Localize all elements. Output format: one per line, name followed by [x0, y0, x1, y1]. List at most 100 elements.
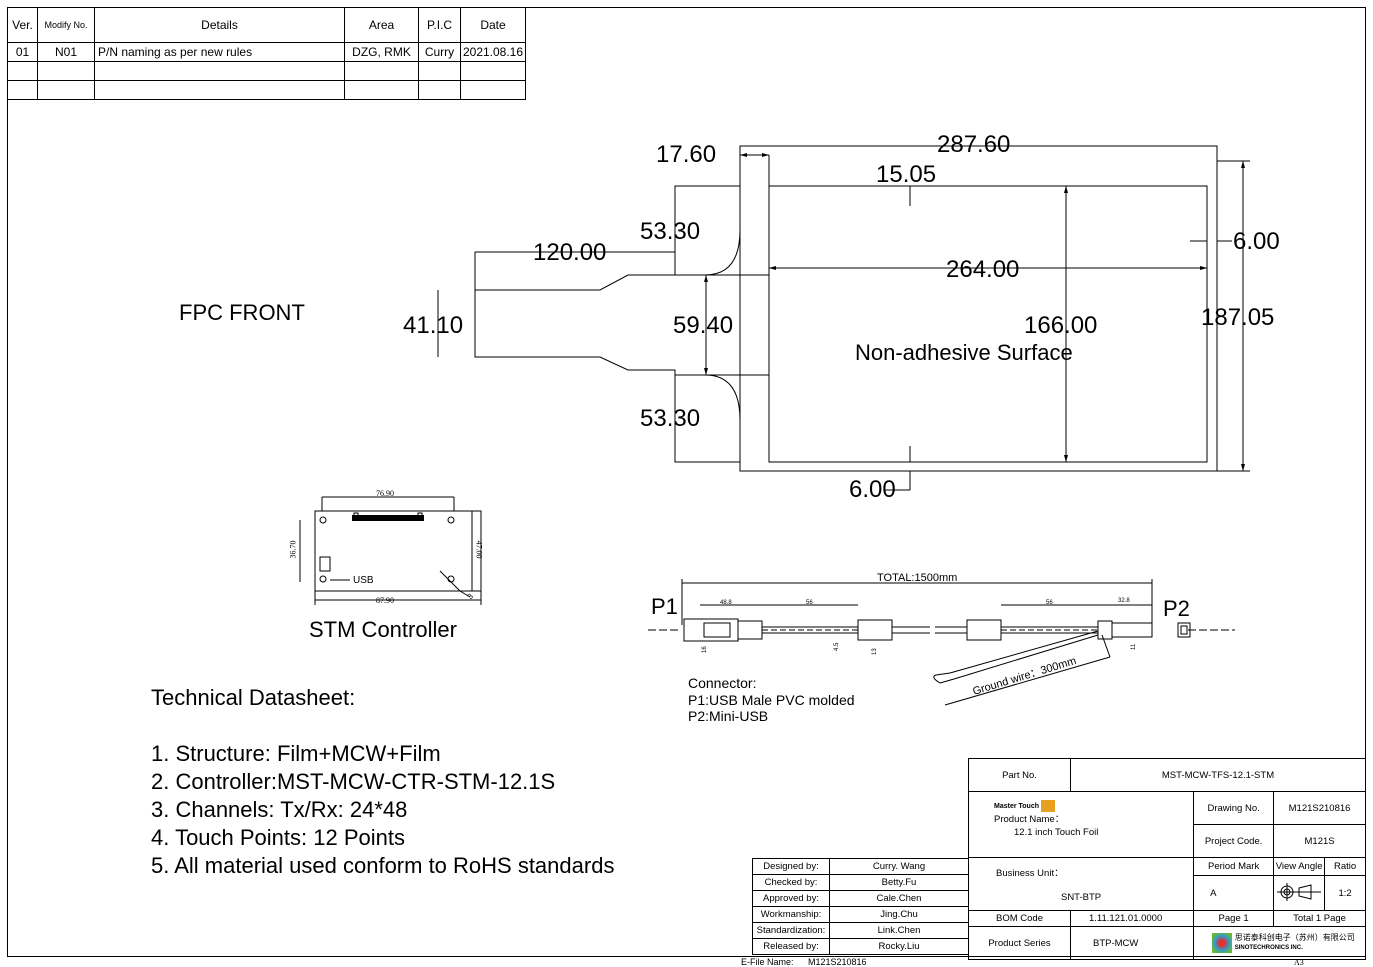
- product-series: BTP-MCW: [1069, 926, 1195, 960]
- cable-p2-label: P2: [1163, 596, 1190, 621]
- cell: Workmanship:: [752, 906, 830, 923]
- list-item: 4. Touch Points: 12 Points: [151, 825, 405, 850]
- table-row: Project Code. M121S: [969, 824, 1366, 858]
- cell: Link.Chen: [829, 922, 969, 939]
- col-area: Area: [344, 7, 419, 43]
- company-logo-icon: [1212, 933, 1233, 953]
- table-row: A 1:2: [969, 875, 1366, 911]
- surface-label: Non-adhesive Surface: [855, 340, 1073, 365]
- cell: Designed by:: [752, 858, 830, 875]
- dim-right-margin: 6.00: [1233, 228, 1280, 255]
- dim-neck-width: 59.40: [673, 312, 734, 339]
- list-item: 2. Controller:MST-MCW-CTR-STM-12.1S: [151, 769, 556, 794]
- list-item: 1. Structure: Film+MCW+Film: [151, 741, 441, 766]
- part-no: MST-MCW-TFS-12.1-STM: [1070, 758, 1366, 792]
- cable-dim-a: 48.8: [720, 600, 732, 606]
- datasheet-title: Technical Datasheet:: [151, 685, 356, 710]
- cell: Rocky.Liu: [829, 938, 969, 955]
- table-row: Designed by:Curry. Wang: [752, 858, 969, 875]
- ratio: 1:2: [1324, 875, 1366, 911]
- cell: Curry. Wang: [829, 858, 969, 875]
- table-row: Checked by:Betty.Fu: [752, 874, 969, 891]
- signature-table: Designed by:Curry. Wang Checked by:Betty…: [752, 858, 969, 955]
- company-name: 思诺泰科创电子（苏州）有限公司 SINOTECHRONICS INC.: [1235, 932, 1355, 954]
- cable-total: TOTAL:1500mm: [877, 572, 957, 584]
- cable-dim-h2: 4.5: [834, 642, 840, 651]
- brand-logo-icon: [1040, 800, 1055, 813]
- connector-line: P1:USB Male PVC molded: [688, 691, 855, 708]
- projection-icon: [1277, 882, 1322, 901]
- dim-bottom-margin: 6.00: [849, 476, 896, 503]
- efile-name: M121S210816: [808, 957, 867, 967]
- dim-active-height: 166.00: [1024, 312, 1098, 339]
- cell: Standardization:: [752, 922, 830, 939]
- view-angle-symbol: [1273, 875, 1326, 911]
- view-angle-label: View Angle: [1273, 856, 1326, 877]
- revision-header-row: Ver. Modify No. Details Area P.I.C Date: [7, 7, 526, 43]
- stm-dim-left: 36.70: [288, 540, 298, 559]
- table-row: Standardization:Link.Chen: [752, 922, 969, 939]
- project-code-label: Project Code.: [1193, 824, 1275, 858]
- stm-title: STM Controller: [309, 617, 457, 642]
- company-logo-cell: 思诺泰科创电子（苏州）有限公司 SINOTECHRONICS INC.: [1193, 926, 1366, 960]
- dim-lower-tab: 53.30: [640, 405, 701, 432]
- table-row: Product Series BTP-MCW 思诺泰科创电子（苏州）有限公司 S…: [968, 926, 1366, 960]
- stm-usb-label: USB: [353, 575, 374, 586]
- connector-notes: Connector: P1:USB Male PVC molded P2:Min…: [688, 675, 855, 725]
- dim-tail-length: 120.00: [533, 239, 607, 266]
- table-row: Master Touch Product Name： 12.1 inch Tou…: [967, 791, 1366, 858]
- dim-active-width: 264.00: [946, 256, 1020, 283]
- table-row: Released by:Rocky.Liu: [752, 938, 969, 955]
- product-name-label: Product Name：: [994, 814, 1065, 825]
- dim-top-offset: 15.05: [876, 161, 937, 188]
- table-row: BOM Code 1.11.121.01.0000 Page 1 Total 1…: [968, 910, 1366, 927]
- page: Page 1: [1193, 910, 1275, 927]
- cell: Released by:: [752, 938, 830, 955]
- stm-controller-drawing: [299, 496, 482, 605]
- cable-dim-h4: 11: [1131, 643, 1137, 650]
- cell: [460, 80, 526, 100]
- cell: Checked by:: [752, 874, 830, 891]
- fpc-title: FPC FRONT: [179, 300, 305, 325]
- dim-left-offset: 17.60: [656, 141, 717, 168]
- cable-dim-d: 32.8: [1118, 598, 1130, 604]
- drawing-no-label: Drawing No.: [1193, 791, 1275, 825]
- cable-dim-h3: 13: [872, 648, 878, 655]
- bom-code-label: BOM Code: [968, 910, 1071, 927]
- table-row: Workmanship:Jing.Chu: [752, 906, 969, 923]
- list-item: 3. Channels: Tx/Rx: 24*48: [151, 797, 408, 822]
- brand-logo-text: Master Touch: [994, 800, 1193, 813]
- business-unit-label: Business Unit：: [996, 868, 1064, 879]
- sheet-size: A3: [1294, 958, 1304, 967]
- drawing-no: M121S210816: [1273, 791, 1366, 825]
- table-row: Approved by:Cale.Chen: [752, 890, 969, 907]
- cell: Betty.Fu: [829, 874, 969, 891]
- table-row: [7, 80, 526, 100]
- cable-dim-h1: 16: [702, 646, 708, 653]
- bom-code: 1.11.121.01.0000: [1069, 910, 1195, 927]
- drawing-frame: [7, 7, 1366, 957]
- product-name: 12.1 inch Touch Foil: [1014, 827, 1099, 838]
- dim-upper-tab: 53.30: [640, 218, 701, 245]
- company-name-en: SINOTECHRONICS INC.: [1234, 945, 1303, 951]
- period-mark: A: [1193, 875, 1275, 911]
- product-name-cell: Master Touch Product Name： 12.1 inch Tou…: [967, 791, 1195, 858]
- dim-total-width: 287.60: [937, 131, 1011, 158]
- list-item: 5. All material used conform to RoHS sta…: [151, 853, 615, 878]
- table-row: Business Unit： SNT-BTP Period Mark View …: [967, 856, 1366, 911]
- cell: Approved by:: [752, 890, 830, 907]
- business-unit-cell: Business Unit： SNT-BTP: [967, 857, 1195, 911]
- table-row: Part No. MST-MCW-TFS-12.1-STM: [968, 758, 1366, 792]
- cable-dim-b: 56: [806, 600, 813, 606]
- stm-dim-top: 76.90: [376, 489, 394, 498]
- total-pages: Total 1 Page: [1273, 910, 1366, 927]
- dim-total-height: 187.05: [1201, 304, 1275, 331]
- ground-wire-label: Ground wire：300mm: [971, 655, 1077, 698]
- dim-tail-width: 41.10: [403, 312, 464, 339]
- connector-line: P2:Mini-USB: [688, 708, 769, 724]
- datasheet-list: 1. Structure: Film+MCW+Film 2. Controlle…: [151, 740, 614, 880]
- cell: Cale.Chen: [829, 890, 969, 907]
- business-unit: SNT-BTP: [1060, 892, 1102, 903]
- col-modify-no: Modify No.: [37, 7, 95, 43]
